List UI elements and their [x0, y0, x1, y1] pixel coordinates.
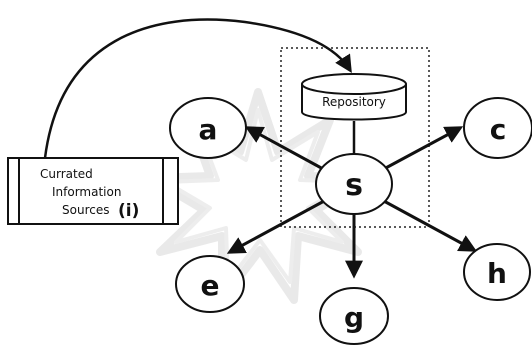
node-s-label: s	[345, 168, 363, 203]
node-a: a	[169, 97, 247, 159]
node-g-label: g	[344, 301, 364, 334]
sources-tag: (i)	[118, 201, 139, 221]
node-a-label: a	[199, 113, 218, 146]
s-to-c-arrow	[381, 126, 464, 172]
node-g: g	[319, 287, 389, 345]
sources-line-1: Currated	[40, 167, 93, 181]
repository-node: Repository	[301, 73, 407, 121]
sources-to-repository-arrow	[43, 18, 352, 159]
node-e: e	[175, 255, 245, 313]
node-s: s	[315, 153, 393, 215]
node-c-label: c	[490, 113, 507, 146]
s-to-a-arrow	[244, 126, 326, 172]
information-sources-node: Currated Information Sources (i)	[7, 157, 179, 225]
s-to-h-arrow	[381, 198, 478, 252]
sources-line-2: Information	[52, 185, 121, 199]
node-h: h	[463, 243, 531, 301]
sources-line-3: Sources	[62, 203, 109, 217]
s-to-e-arrow	[226, 198, 327, 254]
repository-label: Repository	[322, 95, 386, 109]
watermark-starburst	[146, 88, 374, 304]
node-c: c	[463, 97, 532, 159]
node-h-label: h	[487, 257, 507, 290]
node-e-label: e	[201, 269, 220, 302]
